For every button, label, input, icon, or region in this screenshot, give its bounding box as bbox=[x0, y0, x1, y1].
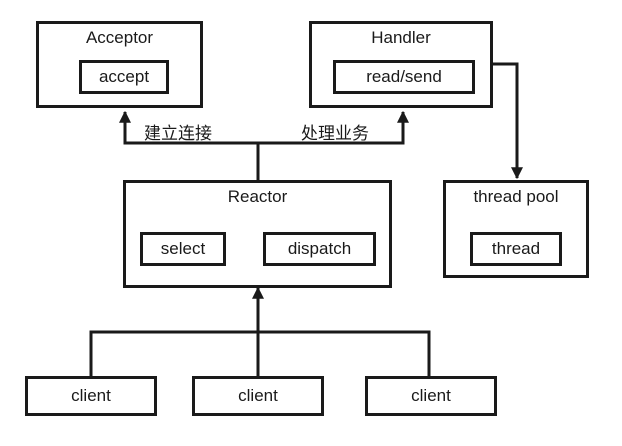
reactor-to-acceptor-edge bbox=[119, 110, 260, 180]
acceptor-box: Acceptor accept bbox=[36, 21, 203, 108]
client-center: client bbox=[192, 376, 324, 416]
edge-label-connect: 建立连接 bbox=[144, 124, 212, 144]
client-right: client bbox=[365, 376, 497, 416]
select-box: select bbox=[140, 232, 226, 266]
reactor-box: Reactor select dispatch bbox=[123, 180, 392, 288]
thread-box: thread bbox=[470, 232, 562, 266]
thread-pool-box: thread pool thread bbox=[443, 180, 589, 278]
reactor-to-handler-edge bbox=[258, 110, 409, 145]
handler-box: Handler read/send bbox=[309, 21, 493, 108]
reactor-title: Reactor bbox=[227, 187, 288, 206]
accept-box: accept bbox=[79, 60, 169, 94]
read-send-box: read/send bbox=[333, 60, 475, 94]
client-left: client bbox=[25, 376, 157, 416]
acceptor-title: Acceptor bbox=[85, 28, 154, 47]
dispatch-box: dispatch bbox=[263, 232, 376, 266]
clients-bus-edge bbox=[89, 330, 431, 376]
thread-pool-title: thread pool bbox=[473, 187, 559, 206]
edge-label-process: 处理业务 bbox=[301, 124, 369, 144]
handler-title: Handler bbox=[371, 28, 431, 47]
